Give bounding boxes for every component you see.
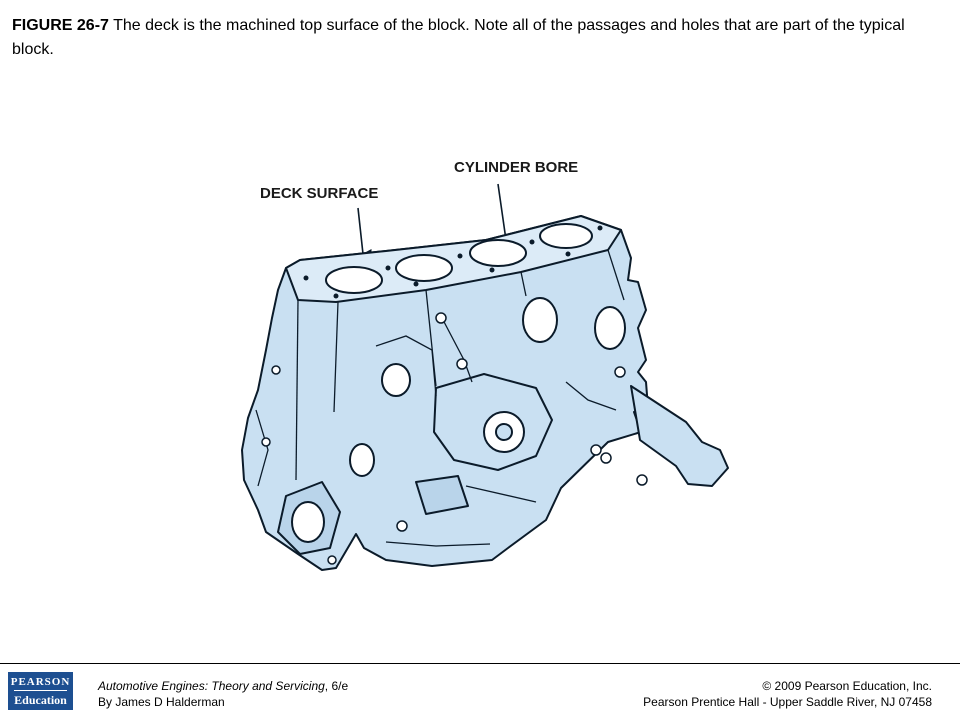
footer-copyright: © 2009 Pearson Education, Inc. Pearson P…: [643, 678, 932, 710]
cylinder-bore-2: [395, 254, 453, 282]
mounting-bracket: [630, 385, 729, 487]
oil-filter-mount: [415, 475, 469, 515]
deck-surface-label: DECK SURFACE: [260, 185, 378, 202]
logo-rule: [14, 690, 67, 691]
figure-label: FIGURE 26-7: [12, 17, 109, 34]
bolt-boss: [327, 555, 337, 565]
book-author: By James D Halderman: [98, 695, 225, 709]
deck-bolt-hole: [457, 253, 463, 259]
deck-bolt-hole: [333, 293, 339, 299]
deck-bolt-hole: [413, 281, 419, 287]
casting-rib: [333, 301, 339, 413]
bolt-boss: [261, 437, 271, 447]
book-title: Automotive Engines: Theory and Servicing: [98, 679, 325, 693]
book-title-line: Automotive Engines: Theory and Servicing…: [98, 678, 348, 694]
bolt-boss: [590, 444, 602, 456]
footer-book-info: Automotive Engines: Theory and Servicing…: [98, 678, 348, 710]
cylinder-bore-1: [325, 266, 383, 294]
cylinder-bore-3: [469, 239, 527, 267]
oil-passage: [381, 363, 411, 397]
bolt-boss: [435, 312, 447, 324]
logo-line-1: PEARSON: [10, 676, 71, 688]
caption-text: The deck is the machined top surface of …: [12, 17, 905, 58]
casting-rib: [607, 249, 625, 301]
bolt-boss: [614, 366, 626, 378]
side-passage: [349, 443, 375, 477]
casting-rib: [375, 335, 437, 397]
deck-surface-arrow: [357, 207, 373, 258]
bolt-boss: [396, 520, 408, 532]
engine-block-illustration: DECK SURFACE CYLINDER BORE: [236, 150, 736, 575]
cylinder-bore-arrow: [497, 183, 516, 243]
bolt-boss: [636, 474, 648, 486]
casting-rib: [255, 409, 269, 487]
footer-divider: [0, 663, 960, 664]
figure-caption: FIGURE 26-7 The deck is the machined top…: [12, 14, 948, 62]
deck-bolt-hole: [565, 251, 571, 257]
deck-bolt-hole: [597, 225, 603, 231]
copyright-line: © 2009 Pearson Education, Inc.: [762, 679, 932, 693]
casting-rib: [465, 485, 537, 503]
deck-bolt-hole: [303, 275, 309, 281]
casting-rib: [520, 271, 527, 297]
front-bore: [291, 501, 325, 543]
casting-rib: [565, 381, 617, 411]
logo-line-2: Education: [14, 693, 67, 707]
cylinder-bore-4: [539, 223, 593, 249]
core-plug-hole: [522, 297, 558, 343]
publisher-line: Pearson Prentice Hall - Upper Saddle Riv…: [643, 695, 932, 709]
casting-rib: [295, 299, 299, 481]
deck-bolt-hole: [489, 267, 495, 273]
water-pump-shaft: [495, 423, 513, 441]
casting-rib: [385, 541, 491, 547]
bolt-boss: [600, 452, 612, 464]
cylinder-bore-label: CYLINDER BORE: [454, 159, 578, 176]
engine-block-drawing: DECK SURFACE CYLINDER BORE: [241, 159, 729, 571]
bolt-boss: [271, 365, 281, 375]
book-edition: , 6/e: [324, 679, 349, 693]
core-plug-hole: [594, 306, 626, 350]
bolt-boss: [456, 358, 468, 370]
pearson-education-logo: PEARSON Education: [8, 672, 73, 710]
deck-bolt-hole: [385, 265, 391, 271]
deck-bolt-hole: [529, 239, 535, 245]
